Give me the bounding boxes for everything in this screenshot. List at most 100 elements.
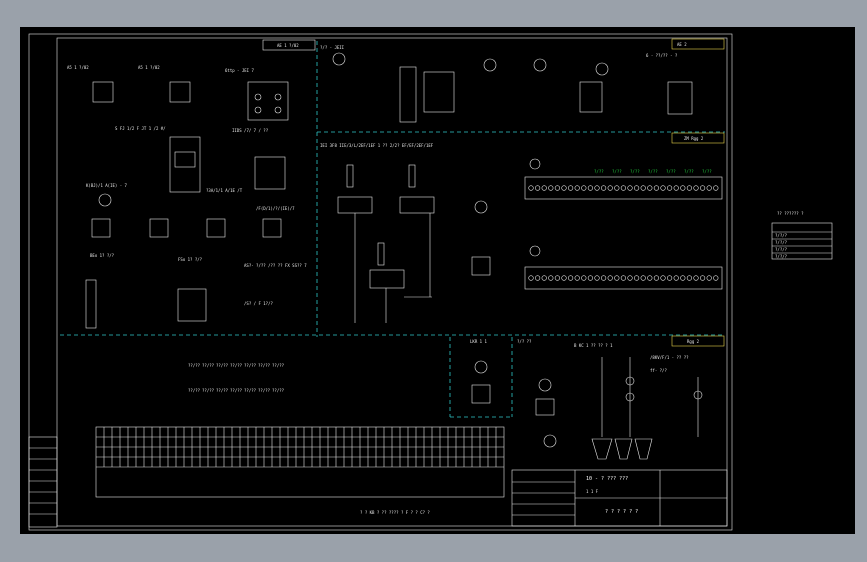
left-column-label: ??/?? (244, 388, 257, 393)
terminal-dot (693, 185, 699, 191)
drawing-canvas: AE 1 ?/02 AE 2 ZM Rgg 2 Rgg 2 LKR 1 1 A5… (20, 27, 855, 534)
resistor-3 (377, 242, 385, 266)
drawing-frame (28, 33, 733, 531)
wiring-table-grid (96, 427, 504, 468)
zone-tag-bottom-right (671, 335, 725, 347)
bridge-1 (91, 218, 111, 238)
terminal-dot (561, 185, 567, 191)
panel-a-box (92, 81, 114, 103)
left-column-label: ??/?? (272, 363, 285, 368)
diode-bridge (177, 288, 207, 322)
resistor-2 (408, 164, 416, 188)
terminal-dot (699, 275, 706, 281)
revision-lines (29, 447, 57, 515)
left-column-label: ??/?? (258, 388, 271, 393)
terminal-dot (666, 185, 673, 191)
zone-tag-right-mid-text: ZM Rgg 2 (684, 136, 704, 141)
revision-strip (28, 436, 58, 528)
meter-top-2 (483, 58, 497, 72)
zone-tag-top-right-text: AE 2 (677, 42, 687, 47)
left-column-label: ??/?? (216, 388, 229, 393)
terminal-dot (653, 275, 660, 281)
relay-right (579, 81, 603, 113)
terminal-dot (600, 275, 607, 281)
terminal-dot (607, 275, 613, 281)
side-table-rows: ?/?/??/?/??/?/??/?/? (772, 231, 832, 259)
left-column-label: ??/?? (216, 363, 229, 368)
zone-tag-top-left-text: AE 1 ?/02 (277, 43, 299, 48)
terminal-dot (647, 185, 653, 191)
green-tag-group: ?/???/???/???/???/???/???/?? (594, 169, 712, 174)
terminal-dot (614, 185, 620, 191)
terminal-dot (686, 275, 693, 281)
bridge-top-right (423, 71, 455, 113)
meter-lower-r1 (538, 378, 552, 392)
left-column-label: ??/?? (202, 388, 215, 393)
terminal-dot (594, 185, 600, 191)
terminal-dot (581, 185, 587, 191)
bridge-3 (206, 218, 226, 238)
side-table-cell: ?/?/? (775, 254, 788, 259)
box-lower-r1 (535, 398, 555, 416)
terminal-strip-left (85, 279, 97, 329)
motor-symbol (591, 438, 613, 460)
zone-tag-bottom-left-box: LKR 1 1 (470, 339, 487, 344)
terminal-dot (713, 275, 719, 281)
green-tag: ?/?? (648, 169, 658, 174)
label-lower-right-1: B KC 1 ?? ?? ? 1 (574, 343, 613, 348)
label-lower-right-3: ff- ?/? (650, 368, 667, 373)
left-column-label: ??/?? (188, 388, 201, 393)
relay-top-contact (274, 106, 282, 114)
green-tag: ?/?? (666, 169, 676, 174)
terminal-dot (713, 185, 719, 191)
terminal-dot (633, 275, 640, 281)
meter-bus-upper (529, 158, 541, 170)
bridge-4 (262, 218, 282, 238)
breaker-1 (625, 376, 635, 386)
title-block-text-2: 1 1 F (586, 489, 599, 494)
terminal-dot (620, 275, 627, 281)
box-lower-mid (471, 384, 491, 404)
left-label-column: ??/????/????/????/????/????/????/????/??… (188, 363, 285, 393)
motor-symbol (634, 438, 653, 460)
terminal-dot (567, 185, 574, 191)
side-table-cell: ?/?/? (775, 240, 788, 245)
side-table-title: ?? ?????? ? (777, 211, 804, 216)
terminal-dot (587, 185, 594, 191)
relay-top-box (247, 81, 289, 121)
terminal-dot (567, 275, 574, 281)
terminal-bus-upper (524, 176, 723, 200)
terminal-dot (528, 275, 534, 281)
terminal-dot (541, 185, 547, 191)
terminal-dot (673, 275, 679, 281)
load-box-mid (471, 256, 491, 276)
terminal-dot (647, 275, 653, 281)
green-tag: ?/?? (594, 169, 604, 174)
label-fuse-left: /F(D/1)/?/(IE)/7 (256, 206, 295, 211)
label-lower-right-2: /8KV/F/1 - ?? ?? (650, 355, 689, 360)
label-bus: /S? / F 1?/? (244, 301, 273, 306)
terminal-dot (706, 185, 712, 191)
converter-block-2 (399, 196, 435, 214)
label-lower-left: BEo 1? ?/? (90, 253, 115, 258)
converter-block-3 (369, 269, 405, 289)
meter-mid (474, 200, 488, 214)
terminal-dot (548, 275, 554, 281)
bridge-2 (149, 218, 169, 238)
terminal-dot (554, 275, 561, 281)
terminal-dot (528, 185, 534, 191)
breaker-3 (693, 390, 703, 400)
terminal-dot (541, 275, 547, 281)
left-column-label: ??/?? (230, 388, 243, 393)
meter-bus-lower (529, 245, 541, 257)
terminal-dot (620, 185, 627, 191)
relay-top-contact (254, 106, 262, 114)
zone-tag-top-left (262, 39, 316, 51)
label-aux: AS?- ?/?? /?? ?? FX SS?? 7 (244, 263, 307, 268)
relay-top-contact (254, 93, 262, 101)
terminal-dot (640, 185, 646, 191)
meter-lower-r2 (543, 434, 557, 448)
zone-tag-right-mid (671, 132, 725, 144)
terminal-dot (548, 185, 554, 191)
terminal-dot (680, 275, 686, 281)
